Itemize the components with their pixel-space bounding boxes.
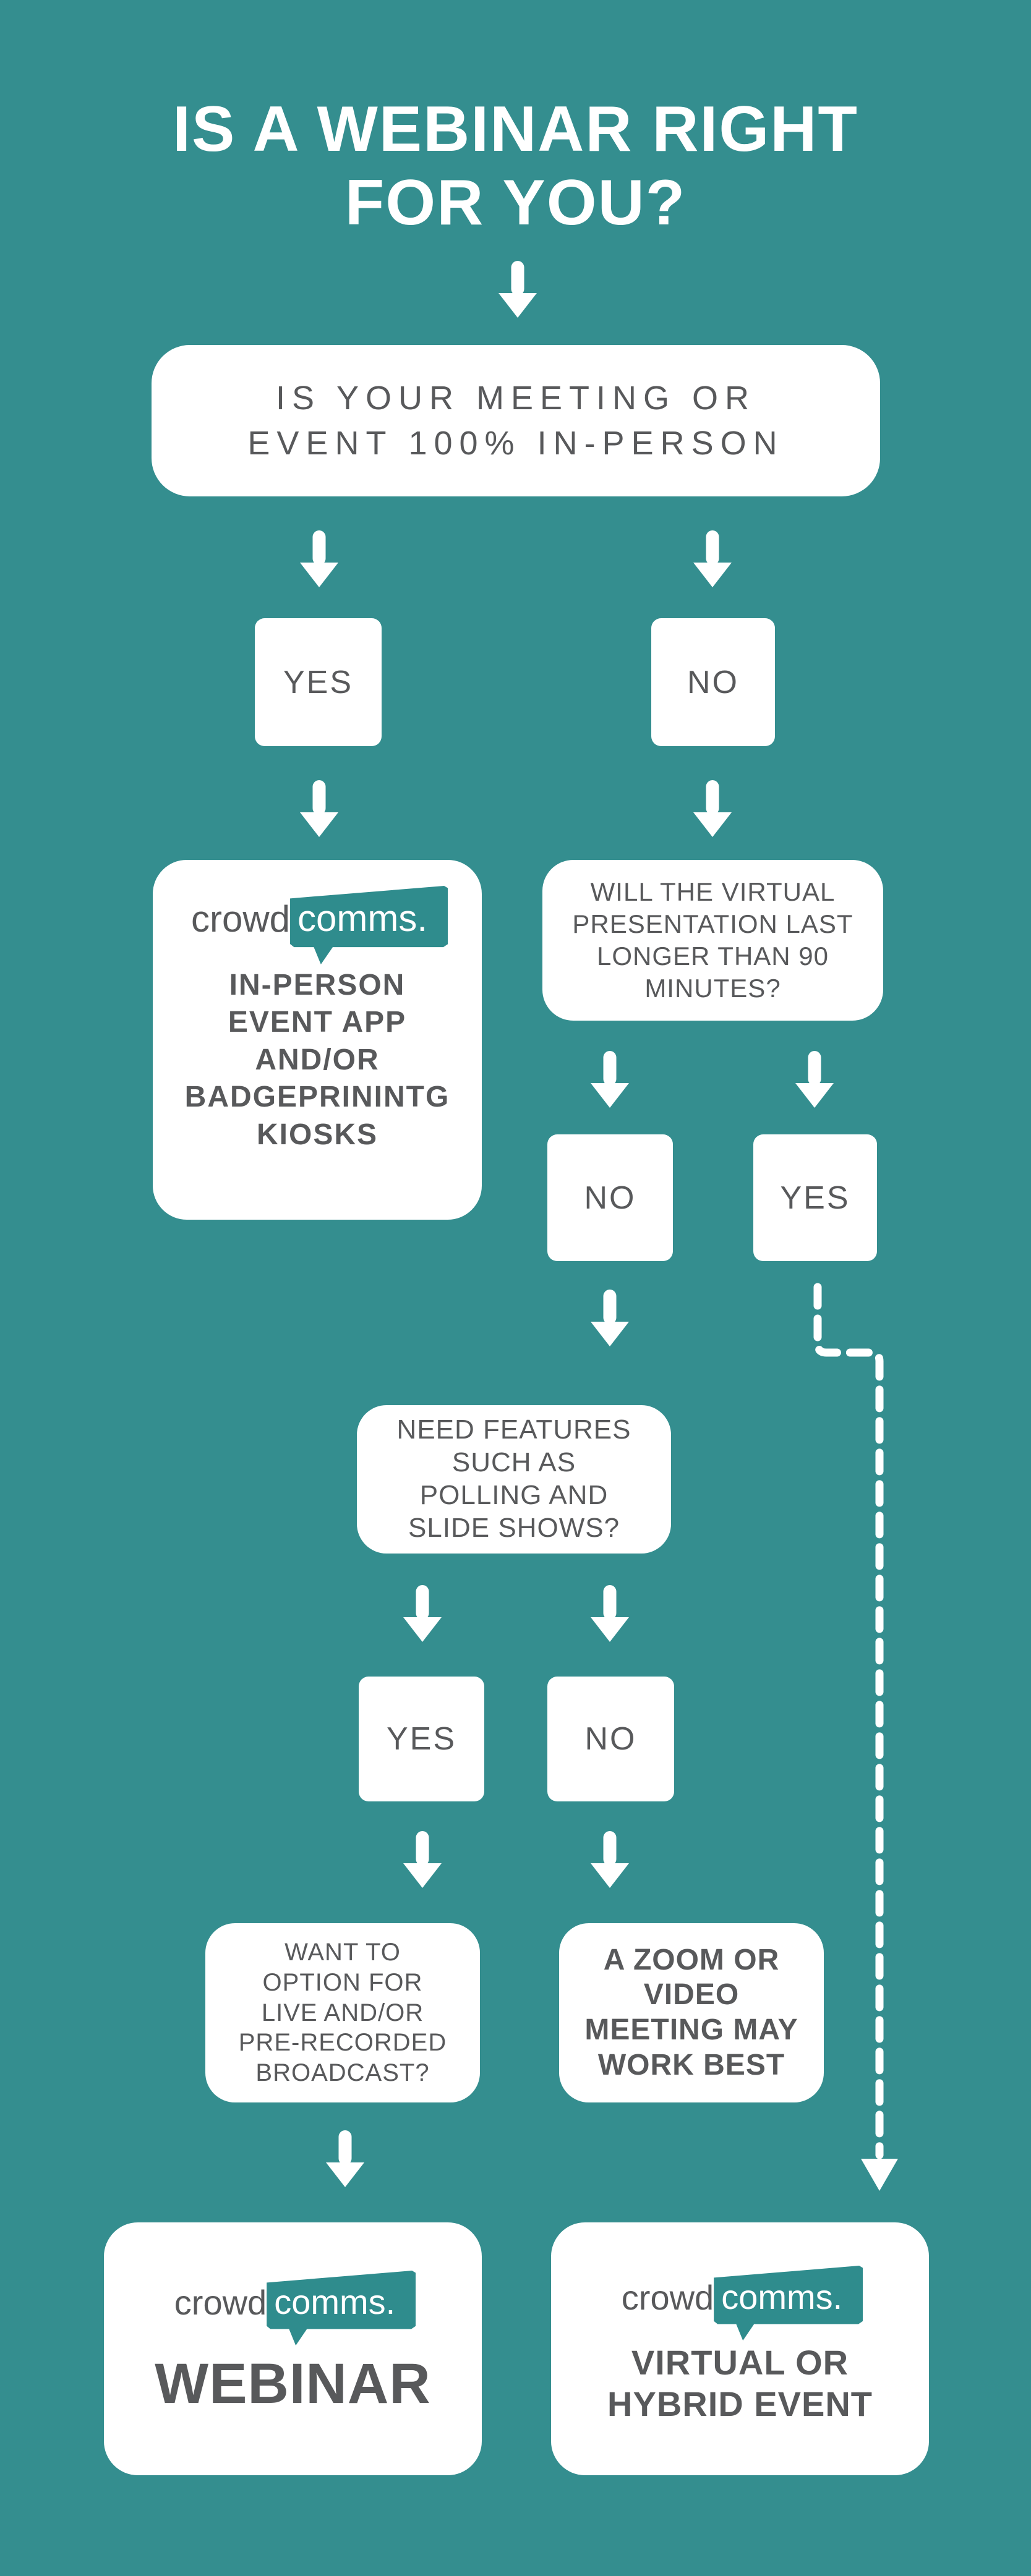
logo-text-crowd: crowd bbox=[174, 2283, 267, 2322]
arrow-shaft bbox=[603, 1290, 617, 1324]
arrow-shaft bbox=[603, 1051, 617, 1086]
arrow-head bbox=[498, 293, 537, 318]
arrow-down-icon bbox=[403, 1585, 442, 1642]
arrow-head bbox=[403, 1863, 442, 1888]
node-label: NO bbox=[687, 664, 739, 700]
node-label: YES bbox=[283, 664, 354, 700]
arrow-down-icon bbox=[590, 1585, 630, 1642]
page-title: IS A WEBINAR RIGHT FOR YOU? bbox=[173, 93, 858, 239]
arrow-head bbox=[591, 1617, 629, 1642]
arrow-down-icon bbox=[795, 1051, 834, 1108]
arrow-head bbox=[300, 812, 338, 837]
arrow-down-icon bbox=[590, 1051, 630, 1108]
arrow-head bbox=[326, 2162, 364, 2187]
node-label: NO bbox=[584, 1180, 636, 1216]
arrow-down-icon bbox=[590, 1290, 630, 1346]
node-label: IS YOUR MEETING OR EVENT 100% IN-PERSON bbox=[247, 379, 784, 462]
arrow-head bbox=[591, 1322, 629, 1346]
arrow-shaft bbox=[416, 1585, 429, 1620]
arrow-head bbox=[591, 1083, 629, 1108]
arrow-down-icon bbox=[693, 530, 732, 587]
node-label: IN-PERSON EVENT APP AND/OR BADGEPRININTG… bbox=[184, 969, 450, 1151]
arrow-down-icon bbox=[403, 1831, 442, 1888]
arrow-head bbox=[300, 563, 338, 587]
node-answer-no-2: NO bbox=[547, 1134, 673, 1261]
arrow-shaft bbox=[338, 2130, 352, 2165]
node-question-features: NEED FEATURES SUCH AS POLLING AND SLIDE … bbox=[357, 1405, 671, 1554]
arrow-shaft bbox=[603, 1831, 617, 1866]
node-label: WILL THE VIRTUAL PRESENTATION LAST LONGE… bbox=[572, 877, 853, 1003]
logo-text-comms: comms. bbox=[297, 898, 428, 939]
arrow-head bbox=[693, 812, 732, 837]
logo-text-comms: comms. bbox=[721, 2277, 843, 2316]
node-answer-yes-2: YES bbox=[753, 1134, 877, 1261]
arrow-shaft bbox=[511, 261, 524, 295]
arrow-shaft bbox=[416, 1831, 429, 1866]
arrow-down-icon bbox=[693, 780, 732, 837]
node-label: NEED FEATURES SUCH AS POLLING AND SLIDE … bbox=[396, 1414, 631, 1543]
arrow-shaft bbox=[706, 780, 719, 815]
node-label: YES bbox=[780, 1180, 850, 1216]
logo-speech-bubble: comms. bbox=[267, 2271, 416, 2346]
logo-speech-bubble: comms. bbox=[714, 2266, 863, 2341]
logo-text-comms: comms. bbox=[274, 2282, 396, 2321]
node-label: WANT TO OPTION FOR LIVE AND/OR PRE-RECOR… bbox=[238, 1939, 447, 2087]
arrow-head bbox=[591, 1863, 629, 1888]
node-label: WEBINAR bbox=[155, 2352, 431, 2415]
arrow-down-icon bbox=[299, 780, 339, 837]
node-answer-yes-1: YES bbox=[255, 618, 382, 746]
node-question-90-minutes: WILL THE VIRTUAL PRESENTATION LAST LONGE… bbox=[542, 860, 883, 1021]
node-answer-no-3: NO bbox=[547, 1677, 674, 1801]
arrow-shaft bbox=[706, 530, 719, 565]
node-answer-yes-3: YES bbox=[359, 1677, 484, 1801]
arrow-down-icon bbox=[590, 1831, 630, 1888]
node-label: A ZOOM OR VIDEO MEETING MAY WORK BEST bbox=[584, 1943, 798, 2081]
logo-speech-bubble: comms. bbox=[290, 886, 448, 965]
node-label: YES bbox=[386, 1721, 457, 1757]
arrow-down-icon bbox=[299, 530, 339, 587]
node-label: NO bbox=[584, 1721, 637, 1757]
arrow-shaft bbox=[808, 1051, 821, 1086]
arrow-shaft bbox=[312, 530, 326, 565]
arrow-down-icon bbox=[325, 2130, 365, 2187]
node-question-broadcast: WANT TO OPTION FOR LIVE AND/OR PRE-RECOR… bbox=[205, 1923, 480, 2102]
arrow-shaft bbox=[603, 1585, 617, 1620]
node-answer-no-1: NO bbox=[651, 618, 775, 746]
node-question-inperson: IS YOUR MEETING OR EVENT 100% IN-PERSON bbox=[152, 345, 880, 496]
node-result-zoom-meeting: A ZOOM OR VIDEO MEETING MAY WORK BEST bbox=[559, 1923, 824, 2102]
arrow-head bbox=[795, 1083, 834, 1108]
arrow-head bbox=[403, 1617, 442, 1642]
arrow-head bbox=[693, 563, 732, 587]
arrow-shaft bbox=[312, 780, 326, 815]
logo-text-crowd: crowd bbox=[190, 898, 291, 940]
arrow-down-icon bbox=[498, 261, 537, 318]
logo-text-crowd: crowd bbox=[621, 2278, 714, 2317]
node-label: VIRTUAL OR HYBRID EVENT bbox=[607, 2343, 873, 2424]
